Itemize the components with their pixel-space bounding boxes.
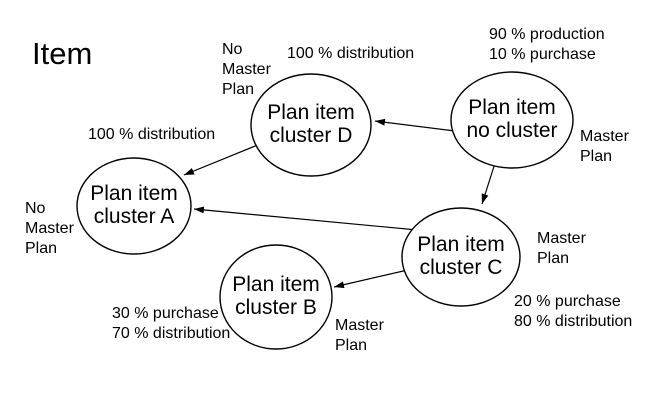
- node-cluster-b-circle: [219, 244, 333, 350]
- node-label-line: Plan item: [417, 233, 505, 256]
- annotation-line: 100 % distribution: [88, 126, 216, 143]
- annotation-line: No: [222, 41, 243, 58]
- annotation-line: Master: [25, 220, 74, 237]
- node-label-line: cluster B: [235, 296, 317, 319]
- annotation-line: No: [25, 200, 46, 217]
- node-label-line: Plan item: [232, 273, 320, 296]
- arrow-no-cluster-to-cluster-d: [374, 118, 456, 132]
- node-cluster-d-label: Plan item cluster D: [231, 101, 391, 147]
- node-label-line: cluster A: [93, 205, 175, 228]
- annotation-line: 20 % purchase: [514, 293, 621, 310]
- annotation-line: Plan: [25, 240, 58, 257]
- node-label-line: cluster C: [419, 256, 503, 279]
- node-label-line: Plan item: [90, 182, 178, 205]
- node-cluster-c-circle: [401, 207, 521, 307]
- arrow-no-cluster-to-cluster-c: [481, 159, 497, 205]
- annotation-line: Plan: [537, 250, 570, 267]
- annotation-line: Master: [580, 128, 629, 145]
- arrow-cluster-c-to-cluster-a: [193, 206, 429, 232]
- annotation-line: Plan: [335, 337, 368, 354]
- annotation-line: Plan: [580, 148, 613, 165]
- arrow-cluster-c-to-cluster-b: [333, 268, 413, 289]
- annotation-master-plan-no-cluster: Master Plan: [580, 127, 629, 167]
- annotation-master-plan-cluster-b: Master Plan: [335, 316, 384, 356]
- page-title: Item: [32, 36, 93, 71]
- node-label-line: Plan item: [468, 96, 556, 119]
- annotation-sourcing-cluster-c: 20 % purchase 80 % distribution: [514, 292, 632, 332]
- arrow-cluster-d-to-cluster-a: [183, 141, 266, 176]
- arrow-layer: [183, 118, 497, 289]
- annotation-line: 30 % purchase: [112, 305, 219, 322]
- annotation-sourcing-no-cluster: 90 % production 10 % purchase: [489, 25, 605, 65]
- node-cluster-b-label: Plan item cluster B: [196, 273, 356, 319]
- node-no-cluster-label: Plan item no cluster: [432, 96, 592, 142]
- annotation-distribution-cluster-d: 100 % distribution: [287, 44, 414, 64]
- annotation-sourcing-cluster-b: 30 % purchase 70 % distribution: [112, 304, 230, 344]
- annotation-no-master-plan-cluster-d: No Master Plan: [222, 40, 271, 100]
- annotation-line: 10 % purchase: [489, 46, 596, 63]
- annotation-distribution-cluster-a: 100 % distribution: [88, 125, 215, 145]
- annotation-line: 100 % distribution: [287, 45, 415, 62]
- annotation-line: 70 % distribution: [112, 325, 231, 342]
- annotation-line: Master: [537, 230, 586, 247]
- annotation-line: Plan: [222, 81, 255, 98]
- node-cluster-a-circle: [76, 157, 192, 255]
- node-label-line: no cluster: [466, 119, 558, 142]
- annotation-line: 90 % production: [489, 26, 605, 43]
- annotation-master-plan-cluster-c: Master Plan: [537, 229, 586, 269]
- node-cluster-c-label: Plan item cluster C: [381, 233, 541, 279]
- node-cluster-d-circle: [250, 73, 372, 177]
- node-layer: [76, 71, 574, 350]
- node-no-cluster-circle: [450, 71, 574, 169]
- node-label-line: Plan item: [267, 101, 355, 124]
- annotation-no-master-plan-cluster-a: No Master Plan: [25, 199, 74, 259]
- node-cluster-a-label: Plan item cluster A: [54, 182, 214, 228]
- node-label-line: cluster D: [269, 124, 353, 147]
- annotation-line: Master: [335, 317, 384, 334]
- annotation-line: Master: [222, 61, 271, 78]
- annotation-line: 80 % distribution: [514, 313, 633, 330]
